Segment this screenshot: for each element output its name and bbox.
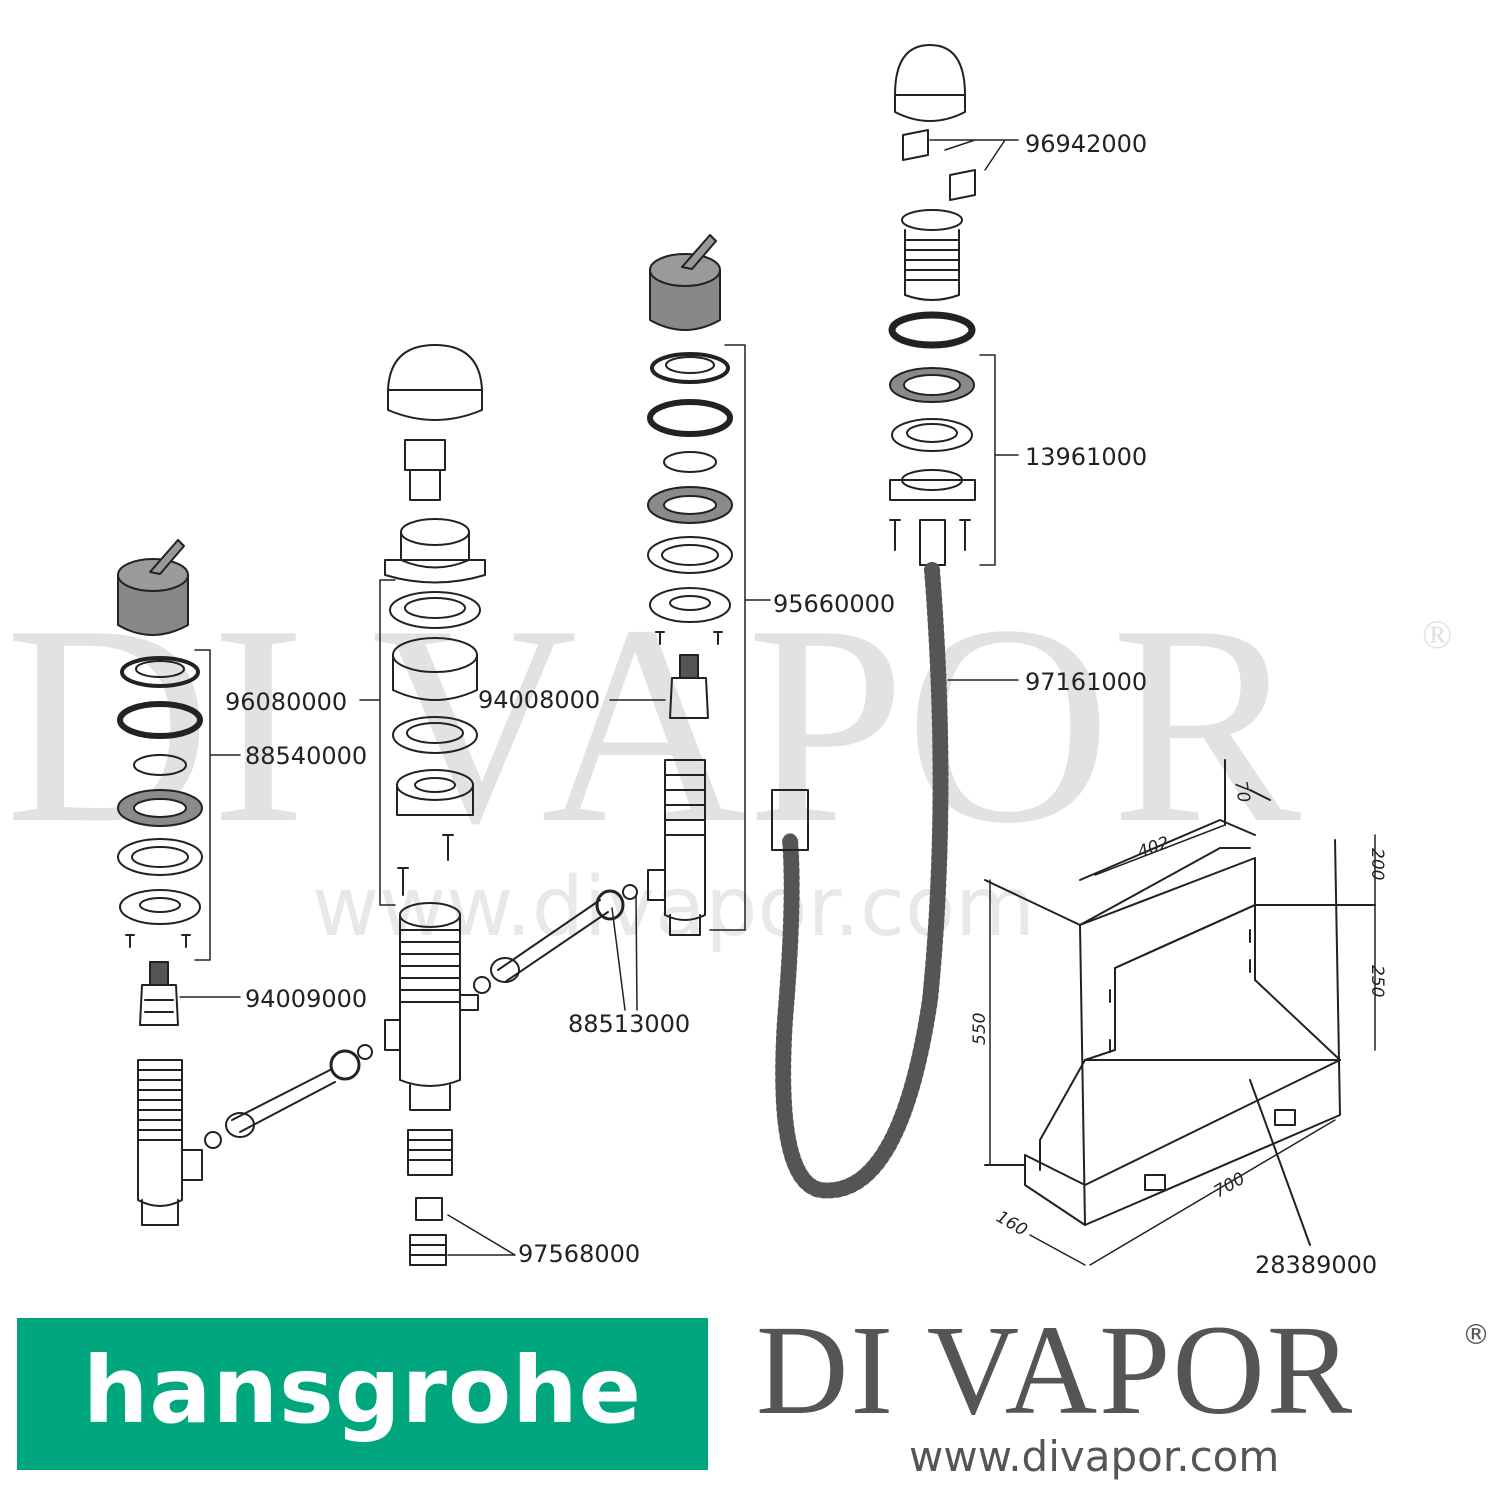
website-url: www.divapor.com	[909, 1432, 1280, 1481]
dim-250: 250	[1367, 965, 1387, 997]
watermark-url: www.divapor.com	[312, 860, 1035, 955]
label-88540000: 88540000	[245, 742, 367, 770]
label-94008000: 94008000	[478, 686, 600, 714]
label-88513000: 88513000	[568, 1010, 690, 1038]
callout-leaders	[179, 139, 1019, 1256]
registered-mark: ®	[1462, 1318, 1490, 1351]
hansgrohe-logo: hansgrohe	[17, 1318, 708, 1470]
right-valve-assembly	[647, 234, 733, 936]
divapor-wordmark: DI VAPOR	[756, 1299, 1355, 1441]
left-valve-assembly	[117, 539, 373, 1226]
diagram-canvas: DI VAPOR ® www.divapor.com	[5, 44, 1452, 1279]
label-97161000: 97161000	[1025, 668, 1147, 696]
hose-assembly	[771, 44, 976, 1199]
label-13961000: 13961000	[1025, 443, 1147, 471]
watermark-registered: ®	[1422, 612, 1452, 657]
center-diverter-assembly	[384, 344, 638, 1266]
dim-550: 550	[970, 1013, 990, 1045]
label-94009000: 94009000	[245, 985, 367, 1013]
mounting-box-drawing	[984, 759, 1376, 1266]
dim-200: 200	[1367, 848, 1387, 880]
label-96080000: 96080000	[225, 688, 347, 716]
label-96942000: 96942000	[1025, 130, 1147, 158]
watermark-brand: DI VAPOR	[5, 566, 1303, 882]
dim-70: 70	[1230, 779, 1253, 804]
label-28389000: 28389000	[1255, 1251, 1377, 1279]
dim-160: 160	[993, 1207, 1031, 1241]
label-95660000: 95660000	[773, 590, 895, 618]
hansgrohe-logo-text: hansgrohe	[82, 1336, 643, 1444]
label-97568000: 97568000	[518, 1240, 640, 1268]
